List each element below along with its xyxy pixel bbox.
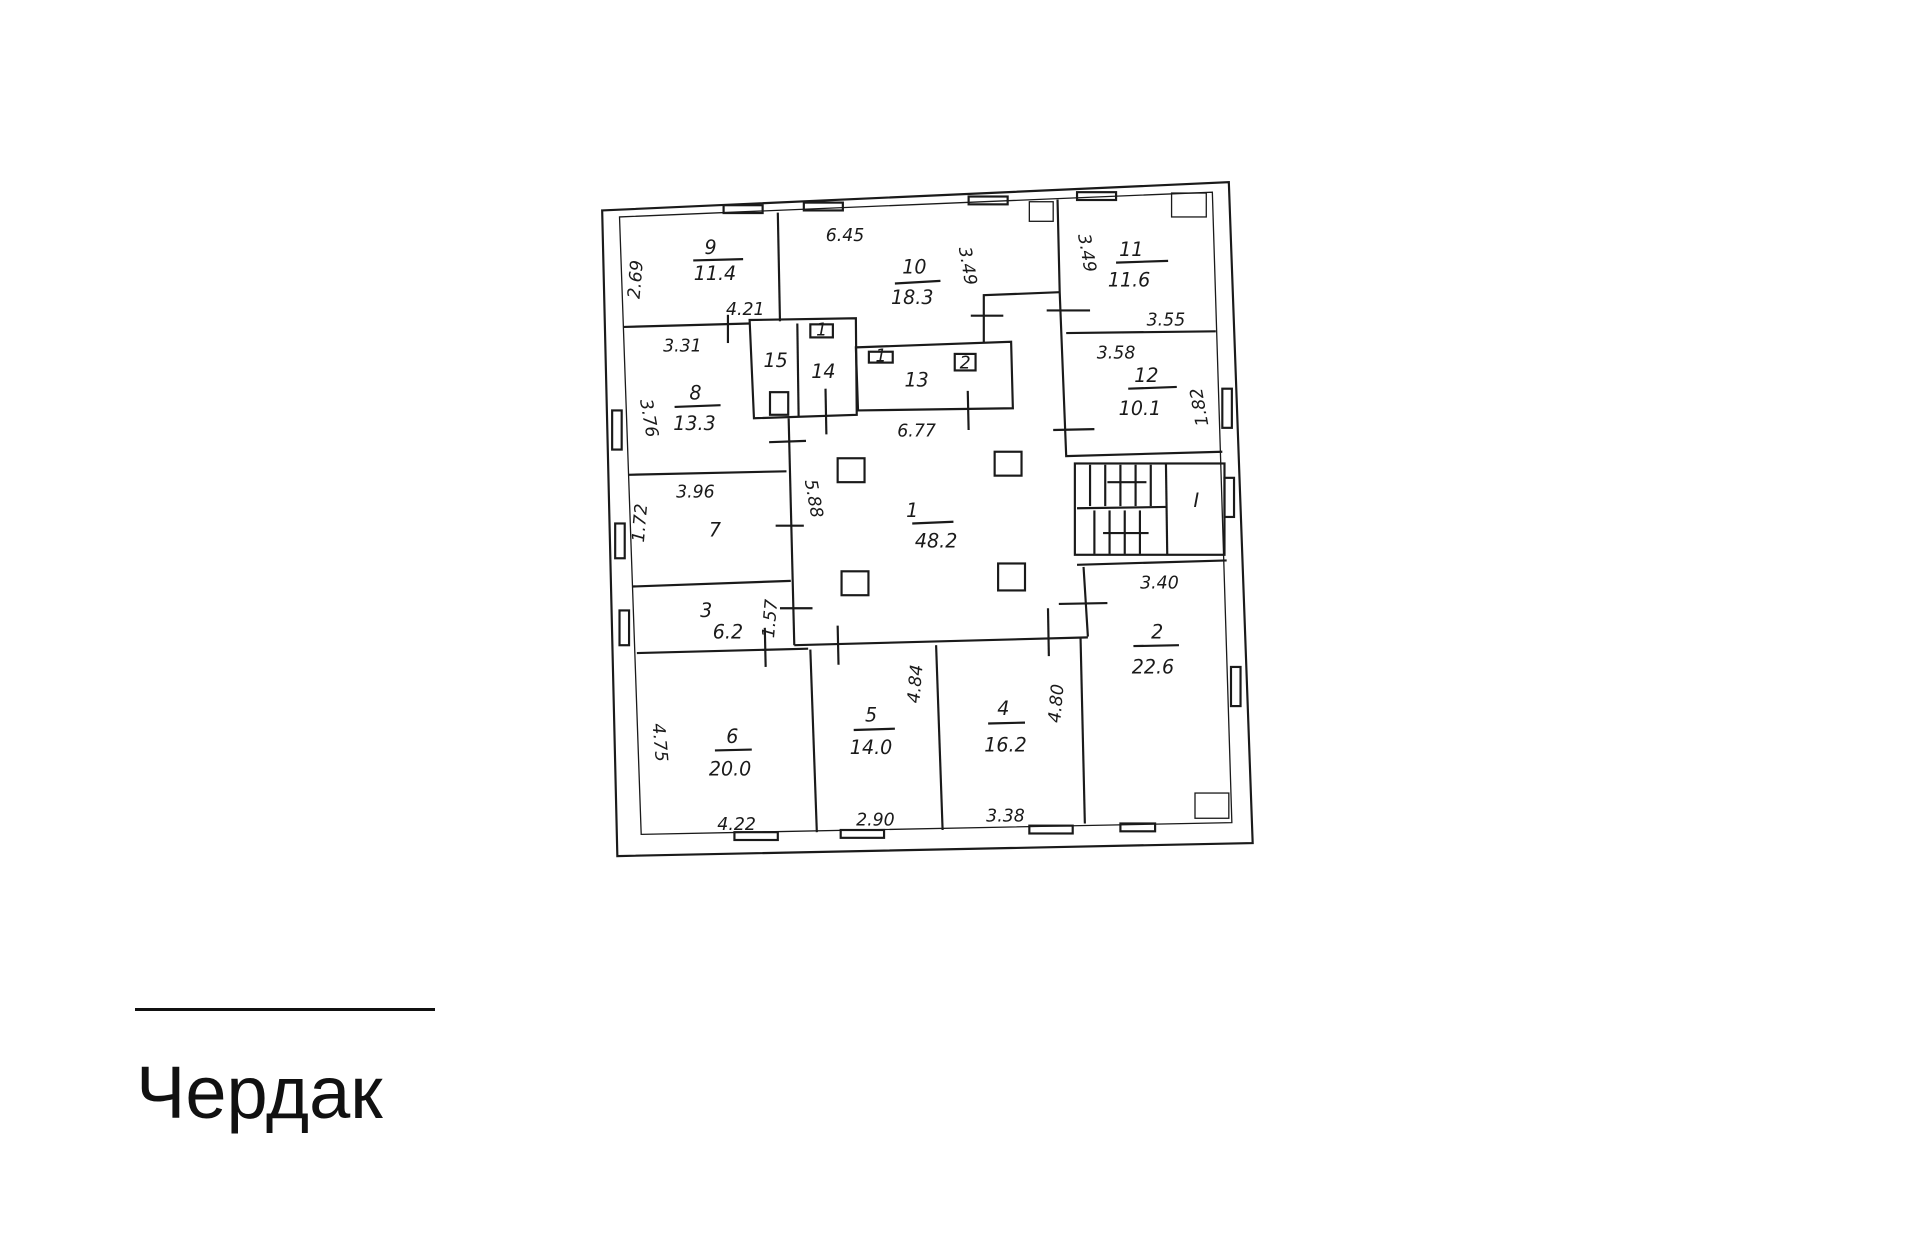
interior-walls	[623, 199, 1227, 833]
dimension: 5.88	[800, 478, 826, 520]
room-number: 12	[1134, 364, 1158, 387]
room-labels: 1 48.2 2 22.6 3 6.2 4 16.2 5 14.0 6 20.0…	[673, 236, 1199, 781]
room-number: 7	[709, 518, 721, 541]
dimension: 4.84	[904, 664, 927, 704]
dimension: 2.69	[625, 259, 648, 299]
dimension: 4.22	[717, 815, 756, 835]
room-area: 22.6	[1132, 655, 1174, 678]
room-number: 6	[726, 725, 738, 748]
room-area: 6.2	[713, 621, 743, 644]
dimension: 4.75	[648, 722, 671, 762]
fixture-label: 1	[816, 321, 827, 341]
fixture-label: 1	[876, 347, 887, 367]
dimension: 3.40	[1140, 574, 1179, 594]
fixture-label: 2	[960, 354, 971, 374]
dimension: 3.96	[676, 482, 715, 502]
stair-label: I	[1193, 489, 1199, 512]
room-number: 4	[997, 697, 1009, 720]
dimension: 3.58	[1097, 343, 1136, 363]
page-title: Чердак	[136, 1051, 383, 1134]
attic-floor-plan: 1 1 2 1 48.2 2 22.6 3 6.2 4 16.2 5 14.0 …	[601, 181, 1254, 858]
room-number: 15	[764, 349, 788, 372]
room-area: 48.2	[915, 529, 957, 552]
room-number: 2	[1151, 621, 1163, 644]
room-area: 11.4	[694, 262, 736, 285]
room-number: 5	[865, 703, 877, 726]
fixtures	[768, 323, 977, 416]
dimension: 3.38	[986, 806, 1025, 826]
room-area: 20.0	[709, 758, 751, 781]
dimension: 3.55	[1147, 311, 1186, 331]
room-number: 8	[689, 382, 701, 405]
room-number: 14	[811, 360, 835, 383]
fixture-labels: 1 1 2	[816, 321, 971, 374]
dimension: 2.90	[856, 811, 895, 831]
dimension: 6.77	[897, 422, 936, 442]
dimension: 1.72	[629, 503, 652, 543]
dimension: 1.82	[1187, 386, 1213, 428]
room-number: 1	[906, 499, 918, 522]
room-number: 3	[700, 599, 712, 622]
dimension: 3.49	[1073, 232, 1099, 274]
room-number: 9	[705, 236, 717, 259]
room-number: 11	[1119, 238, 1143, 261]
dimension: 3.49	[954, 245, 980, 287]
room-area: 13.3	[673, 412, 715, 435]
room-number: 13	[904, 368, 928, 391]
room-area: 18.3	[891, 286, 933, 309]
dimension: 6.45	[826, 226, 865, 246]
outer-walls	[601, 181, 1254, 858]
room-area: 16.2	[984, 734, 1026, 757]
room-number: 10	[902, 255, 926, 278]
title-divider	[135, 1008, 435, 1011]
dimension: 3.76	[635, 397, 661, 439]
dimension: 4.80	[1045, 683, 1068, 723]
dimension: 4.21	[726, 300, 765, 320]
room-area: 14.0	[850, 736, 892, 759]
staircase	[1073, 462, 1226, 556]
door-marks	[726, 309, 1108, 667]
room-area: 10.1	[1119, 397, 1161, 420]
columns	[836, 192, 1230, 819]
dimension: 1.57	[759, 599, 782, 639]
room-area: 11.6	[1108, 268, 1150, 291]
fraction-lines	[674, 258, 1179, 752]
dimension: 3.31	[663, 337, 702, 357]
